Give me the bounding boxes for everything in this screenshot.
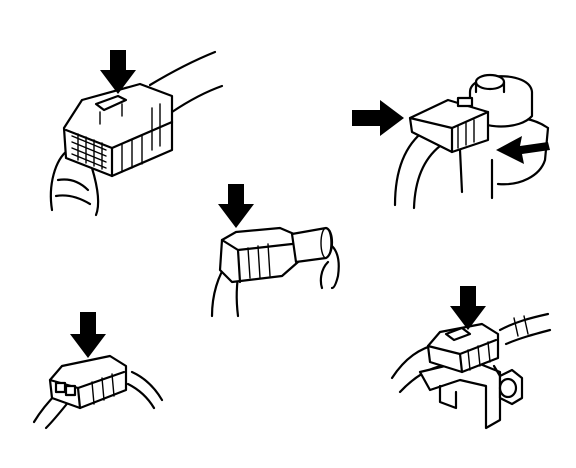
bracket-cable-right-bottom xyxy=(504,328,552,346)
sensor-connector-slots xyxy=(457,119,475,149)
sensor-top-cap xyxy=(474,73,506,91)
panel-bracket-connector xyxy=(390,286,552,430)
wire-right-a xyxy=(319,244,340,290)
press-arrow-3 xyxy=(218,184,254,228)
sensor-connector-window xyxy=(456,96,474,108)
small-wire-3 xyxy=(130,370,164,402)
press-arrow-5 xyxy=(450,286,486,330)
latch-detail xyxy=(99,103,123,125)
pin-rows xyxy=(71,133,107,170)
bracket-connector-ribs xyxy=(467,341,491,371)
sensor-cable-inner xyxy=(412,144,442,210)
bracket-bolt-shaft xyxy=(492,364,502,378)
barrel-end xyxy=(320,227,332,259)
bracket-cable-right-top xyxy=(498,312,550,332)
small-connector-socket-1 xyxy=(54,381,67,394)
bracket-fold xyxy=(438,384,458,410)
bracket-cable-band xyxy=(513,315,529,337)
harness-tube-bottom-edge xyxy=(170,84,224,114)
panel-inline-connector xyxy=(210,184,340,318)
bracket-bolt-washer xyxy=(498,377,518,399)
sensor-cap-side xyxy=(474,80,506,94)
bracket-connector-latch xyxy=(444,326,472,342)
inline-connector-ribs xyxy=(247,243,271,279)
squeeze-arrow-right xyxy=(496,136,550,164)
sensor-cable-outer xyxy=(393,128,427,207)
press-arrow-1 xyxy=(100,50,136,94)
latch-tab xyxy=(94,94,128,112)
inline-connector-front xyxy=(220,238,294,284)
harness-boot xyxy=(49,148,100,217)
small-wire-4 xyxy=(126,382,156,410)
panel-multi-pin-connector xyxy=(49,50,224,217)
squeeze-arrow-left xyxy=(352,100,404,136)
panel-small-connector xyxy=(32,312,164,430)
small-connector-ribs xyxy=(91,373,115,405)
panel-sensor-connector xyxy=(352,73,550,210)
small-connector-socket-2 xyxy=(64,384,77,397)
inline-connector-barrel xyxy=(290,226,334,264)
press-arrow-4 xyxy=(70,312,106,358)
bracket-connector-body xyxy=(426,322,500,374)
connector-ribs xyxy=(121,103,161,173)
sensor-connector-housing xyxy=(408,98,490,154)
harness-tube-top-edge xyxy=(148,50,217,87)
